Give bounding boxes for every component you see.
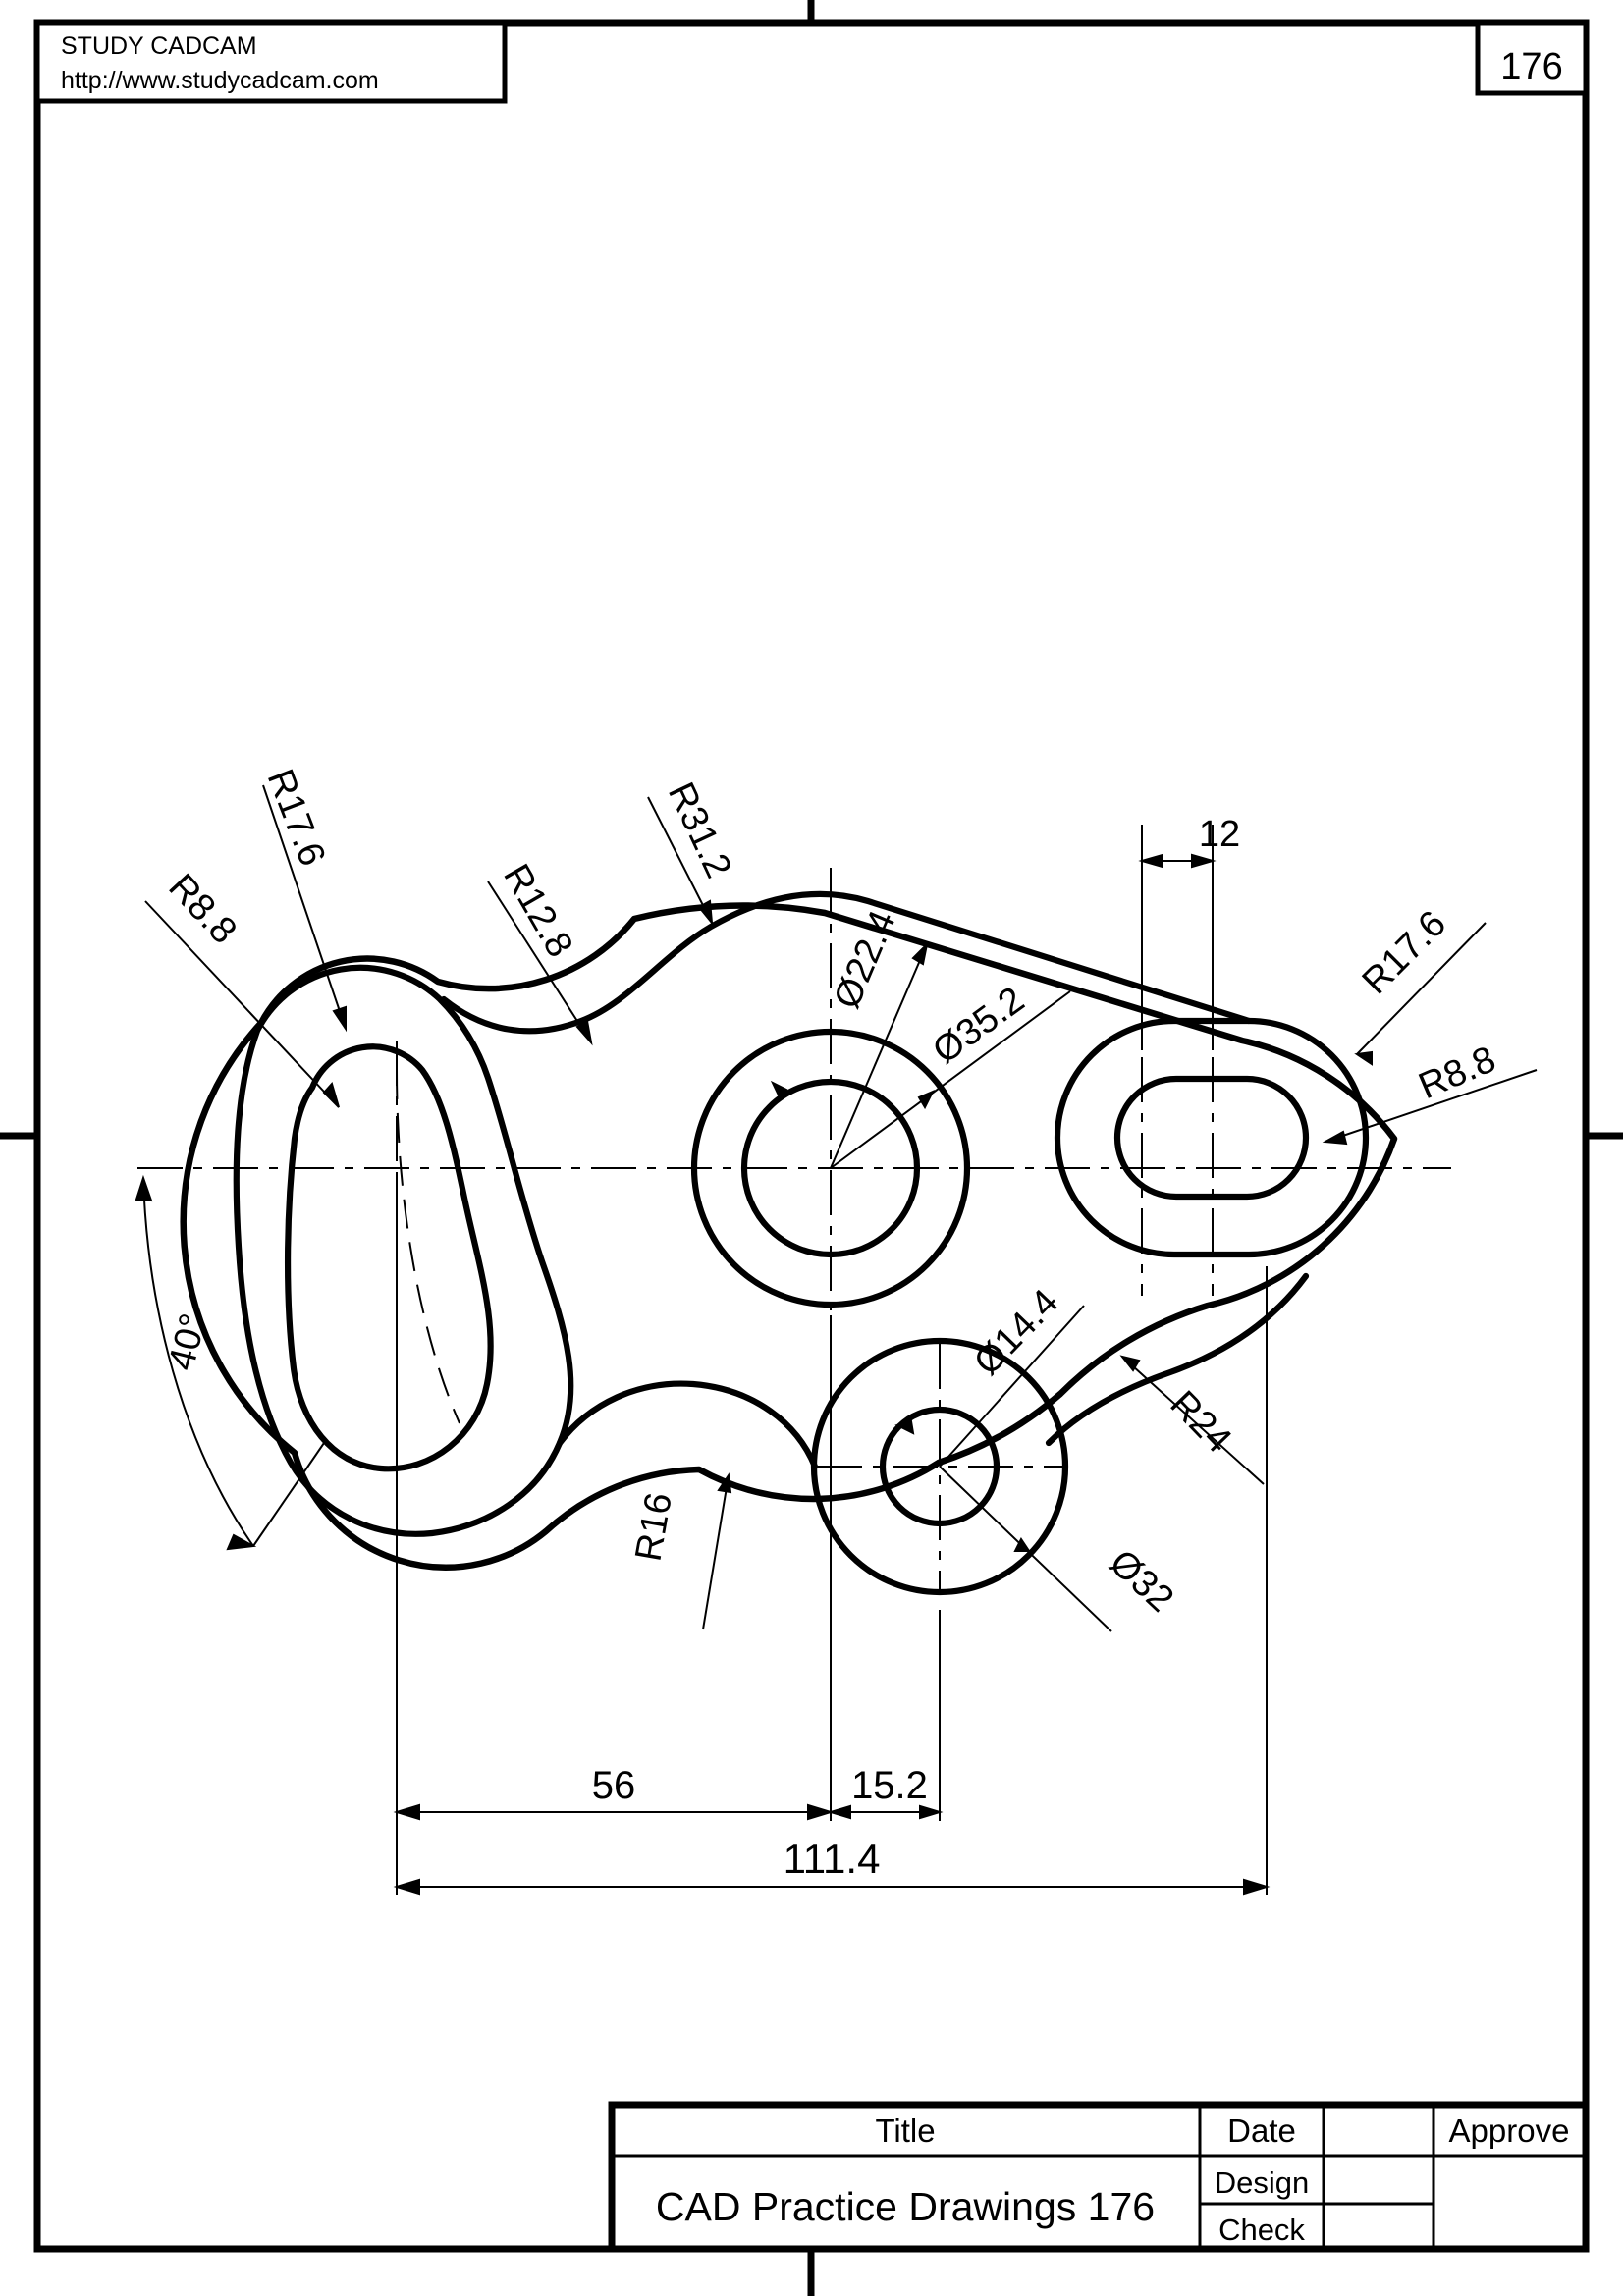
part-geometry [180, 902, 1398, 1571]
approve-label: Approve [1449, 2112, 1570, 2149]
arrow-111_4-right [1243, 1878, 1271, 1896]
dim-label-56: 56 [592, 1764, 636, 1807]
dim-label-12: 12 [1199, 814, 1240, 855]
arrow-12-left [1138, 853, 1163, 869]
arrow-40-bottom [226, 1533, 257, 1551]
title-header-label: Title [875, 2112, 935, 2149]
right-lobe-outer [1054, 1017, 1370, 1258]
arrow-r16 [717, 1472, 732, 1494]
arrow-d35_2 [917, 1090, 936, 1110]
bottom-dimensions [393, 1178, 1271, 1896]
arrow-d22_4-far [911, 940, 929, 966]
leader-r16 [702, 1474, 730, 1630]
arrow-15_2-left [827, 1804, 851, 1820]
part-outer-profile [180, 902, 1398, 1571]
arrow-d14_4 [894, 1419, 915, 1435]
leader-r17_6-left [262, 784, 347, 1030]
arrow-111_4-left [393, 1878, 420, 1896]
leader-r8_8-right [1325, 1069, 1538, 1143]
angular-dimension-40 [135, 1174, 325, 1551]
arrow-r31_2 [697, 899, 714, 927]
arrow-d22_4-near [770, 1080, 788, 1102]
header-box [34, 20, 508, 104]
arrow-12-right [1191, 853, 1217, 869]
leader-r12_8 [487, 881, 592, 1043]
linear-dimension-12 [1138, 825, 1217, 1050]
left-lobe-outer [233, 964, 574, 1537]
leader-d22_4 [830, 943, 928, 1169]
leader-r24 [1121, 1356, 1265, 1485]
dim-label-15_2: 15.2 [851, 1764, 928, 1807]
arrow-r17_6-left [332, 1005, 347, 1033]
arrow-56-right [807, 1803, 835, 1821]
leader-r8_8-left [144, 900, 340, 1108]
leader-r31_2 [647, 796, 713, 924]
page-number: 176 [1500, 46, 1562, 87]
right-lobe-inner-slot [1113, 1075, 1310, 1201]
arrow-d32 [1013, 1537, 1031, 1552]
leader-d14_4 [939, 1305, 1085, 1468]
bottom-dimension-texts: 56 15.2 111.4 [592, 1764, 928, 1882]
header-company-name: STUDY CADCAM [61, 32, 257, 60]
dim-label-111_4: 111.4 [784, 1836, 881, 1882]
arrow-56-left [393, 1803, 420, 1821]
arrow-15_2-right [919, 1804, 944, 1820]
arrow-r8_8-left [322, 1081, 340, 1108]
arrow-40-top [135, 1174, 153, 1202]
left-lobe-inner-slot [284, 1043, 494, 1472]
header-website-url: http://www.studycadcam.com [61, 67, 379, 94]
dimension-leaders [144, 784, 1538, 1632]
leader-d35_2 [830, 990, 1071, 1169]
drawing-title-value: CAD Practice Drawings 176 [656, 2184, 1155, 2229]
lower-right-fillet [1045, 1272, 1310, 1447]
title-block [608, 2101, 1590, 2253]
leader-r17_6-right [1356, 922, 1487, 1055]
arrow-r12_8 [575, 1019, 593, 1046]
arrow-r24 [1119, 1355, 1141, 1372]
check-label: Check [1218, 2213, 1305, 2247]
arrow-r17_6-right [1354, 1050, 1373, 1066]
title-block-texts: Title CAD Practice Drawings 176 Date Des… [656, 2112, 1570, 2247]
page-number-box [1475, 20, 1589, 96]
upper-connector-profile [440, 890, 1253, 1035]
date-label: Date [1227, 2112, 1296, 2149]
arrow-r8_8-right [1322, 1130, 1348, 1146]
design-label: Design [1215, 2165, 1310, 2200]
lower-left-convex-arc [556, 1380, 819, 1470]
